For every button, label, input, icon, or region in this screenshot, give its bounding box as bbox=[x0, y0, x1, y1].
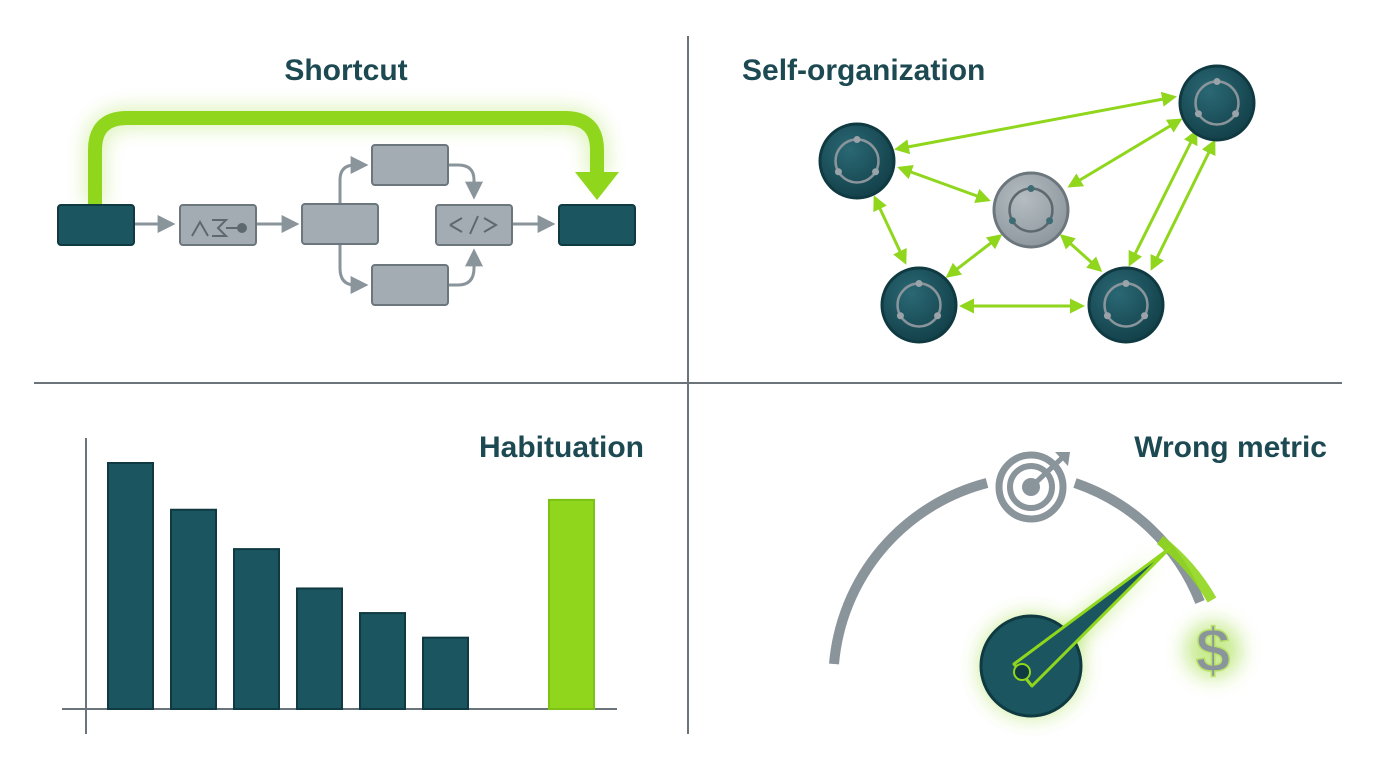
wrong-metric-panel: Wrong metric $ bbox=[829, 431, 1327, 718]
gauge-needle-icon bbox=[979, 546, 1172, 718]
habituation-title: Habituation bbox=[479, 431, 644, 464]
node-icon bbox=[1178, 64, 1256, 142]
code-icon bbox=[449, 215, 498, 235]
process-box-filter bbox=[179, 204, 257, 246]
bar bbox=[107, 462, 154, 710]
process-box-upper bbox=[371, 144, 449, 186]
process-box-lower bbox=[371, 264, 449, 306]
target-icon bbox=[995, 451, 1070, 523]
gauge-arc-left bbox=[829, 478, 989, 665]
self-organization-title: Self-organization bbox=[742, 54, 985, 87]
bar bbox=[422, 636, 469, 710]
gauge-arc-right bbox=[1073, 478, 1205, 604]
network-links bbox=[873, 91, 1216, 314]
network-nodes bbox=[818, 64, 1256, 344]
bar bbox=[296, 587, 343, 711]
end-block bbox=[558, 204, 636, 246]
wrong-metric-title: Wrong metric bbox=[1134, 431, 1327, 464]
shortcut-panel: Shortcut bbox=[57, 54, 636, 306]
shortcut-arrow bbox=[86, 109, 619, 205]
bar bbox=[359, 612, 406, 710]
process-box-split bbox=[301, 203, 379, 245]
bar bbox=[170, 508, 217, 710]
habituation-panel: Habituation bbox=[62, 431, 644, 734]
center-node-icon bbox=[992, 171, 1070, 249]
sigma-icon bbox=[191, 219, 238, 237]
gauge-arc-green bbox=[1156, 536, 1217, 603]
node-dot-icon bbox=[237, 223, 247, 233]
dollar-symbol: $ bbox=[1196, 617, 1230, 686]
shortcut-title: Shortcut bbox=[284, 54, 407, 87]
self-organization-panel: Self-organization bbox=[742, 54, 1256, 344]
start-block bbox=[57, 204, 135, 246]
node-icon bbox=[880, 266, 958, 344]
process-flow bbox=[134, 144, 556, 306]
bar-series bbox=[107, 462, 595, 711]
bar bbox=[233, 548, 280, 710]
node-icon bbox=[818, 122, 896, 200]
bar-highlighted bbox=[548, 498, 595, 710]
node-icon bbox=[1087, 266, 1165, 344]
dollar-icon: $ bbox=[1185, 616, 1241, 687]
